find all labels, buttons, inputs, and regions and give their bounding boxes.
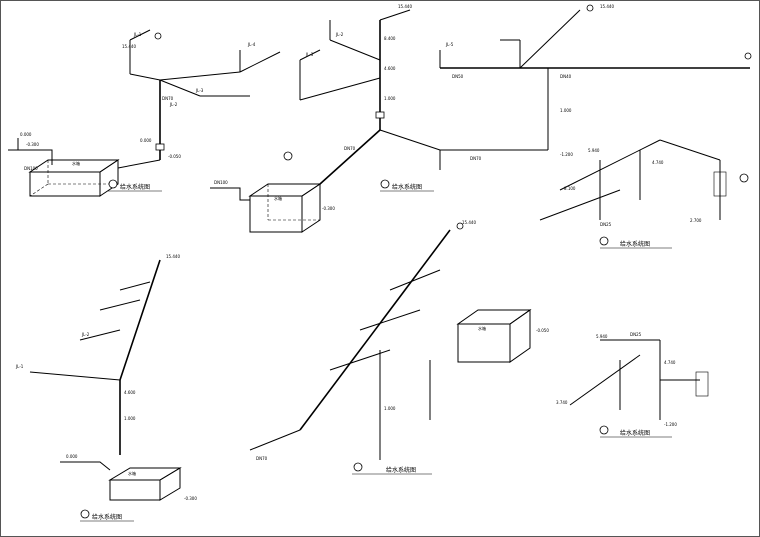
pipe-size-label: DN70 bbox=[162, 96, 174, 101]
fixture-symbol bbox=[456, 222, 464, 230]
elev-label: 15.440 bbox=[600, 4, 614, 9]
tank-label-4: 水箱 bbox=[478, 325, 486, 331]
section-marker bbox=[739, 173, 749, 183]
valve-symbol bbox=[155, 143, 165, 151]
elev-label: -0.050 bbox=[536, 328, 549, 333]
pipe-size-label: DN70 bbox=[470, 156, 482, 161]
tank-label-3: 水箱 bbox=[128, 470, 136, 476]
riser-label: JL-2 bbox=[169, 102, 178, 107]
system-diagram-2: 水箱 DN100 -0.300 1.000 4.600 8.400 15.440… bbox=[210, 4, 441, 233]
elev-label: 1.000 bbox=[384, 96, 396, 101]
section-marker bbox=[599, 236, 609, 246]
system-diagram-3: DN50 DN40 1.000 -1.200 15.440 DN70 JL-5 bbox=[439, 4, 752, 161]
elev-label: 1.000 bbox=[560, 108, 572, 113]
riser-label: JL-1 bbox=[15, 364, 24, 369]
section-marker bbox=[108, 179, 118, 189]
diagram-title-2: 给水系统图 bbox=[392, 183, 422, 191]
elev-label: 0.000 bbox=[66, 454, 78, 459]
meter-box bbox=[713, 171, 727, 197]
pipe-size-label: DN100 bbox=[24, 166, 38, 171]
elev-label: -0.050 bbox=[168, 154, 181, 159]
elev-label: 1.000 bbox=[124, 416, 136, 421]
elev-label: -1.200 bbox=[560, 152, 573, 157]
riser-label: JL-4 bbox=[247, 42, 256, 47]
elev-label: 5.940 bbox=[596, 334, 608, 339]
riser-label: JL-3 bbox=[305, 52, 314, 57]
water-tank-3 bbox=[108, 467, 182, 501]
tank-label-1: 水箱 bbox=[72, 160, 80, 166]
elev-label: 2.700 bbox=[690, 218, 702, 223]
elev-label: 15.440 bbox=[122, 44, 136, 49]
water-tank-4 bbox=[456, 309, 532, 363]
section-marker bbox=[380, 179, 390, 189]
system-diagram-1: 水箱 0.000 -0.300 DN100 DN70 -0.050 0.000 … bbox=[8, 29, 281, 197]
section-marker bbox=[599, 425, 609, 435]
elev-label: 0.000 bbox=[20, 132, 32, 137]
elev-label: 8.400 bbox=[384, 36, 396, 41]
riser-label: JL-2 bbox=[81, 332, 90, 337]
pipe-size-label: DN25 bbox=[630, 332, 642, 337]
water-tank-2 bbox=[248, 183, 322, 233]
section-marker bbox=[80, 509, 90, 519]
elev-label: 15.440 bbox=[398, 4, 412, 9]
riser-label: JL-3 bbox=[195, 88, 204, 93]
elev-label: 15.440 bbox=[166, 254, 180, 259]
elev-label: -1.200 bbox=[664, 422, 677, 427]
diagram-title-5: 给水系统图 bbox=[386, 466, 416, 474]
elev-label: 5.940 bbox=[588, 148, 600, 153]
fixture-symbol bbox=[154, 32, 162, 40]
diagram-title-1: 给水系统图 bbox=[120, 183, 150, 191]
elev-label: -0.300 bbox=[184, 496, 197, 501]
diagram-title-3: 给水系统图 bbox=[620, 240, 650, 248]
tank-label-2: 水箱 bbox=[274, 195, 282, 201]
elev-label: 15.440 bbox=[462, 220, 476, 225]
elev-label: -0.300 bbox=[26, 142, 39, 147]
riser-label: JL-1 bbox=[133, 32, 142, 37]
diagram-title-6: 给水系统图 bbox=[620, 429, 650, 437]
section-marker bbox=[353, 462, 363, 472]
riser-label: JL-2 bbox=[335, 32, 344, 37]
system-diagram-5: 水箱 15.440 1.000 -0.050 DN70 给水系统图 bbox=[249, 220, 549, 475]
system-diagram-6: 5.940 4.740 8.100 2.700 DN25 给水系统图 5.940… bbox=[539, 139, 749, 438]
water-tank-1 bbox=[28, 159, 120, 197]
system-diagram-4: 水箱 4.600 1.000 15.440 -0.300 0.000 JL-1 … bbox=[15, 254, 197, 522]
fixture-symbol bbox=[744, 52, 752, 60]
diagram-title-4: 给水系统图 bbox=[92, 513, 122, 521]
riser-label: JL-5 bbox=[445, 42, 454, 47]
elev-label: 4.600 bbox=[124, 390, 136, 395]
pipe-size-label: DN50 bbox=[452, 74, 464, 79]
elev-label: 4.740 bbox=[652, 160, 664, 165]
elev-label: -0.300 bbox=[322, 206, 335, 211]
elev-label: 0.000 bbox=[140, 138, 152, 143]
fixture-symbol bbox=[586, 4, 594, 12]
elev-label: 4.740 bbox=[664, 360, 676, 365]
valve-symbol bbox=[375, 111, 385, 119]
pipe-size-label: DN70 bbox=[344, 146, 356, 151]
elev-label: 1.000 bbox=[384, 406, 396, 411]
meter-box bbox=[695, 371, 709, 397]
section-marker bbox=[283, 151, 293, 161]
pipe-size-label: DN70 bbox=[256, 456, 268, 461]
pipe-size-label: DN40 bbox=[560, 74, 572, 79]
elev-label: 3.740 bbox=[556, 400, 568, 405]
elev-label: 8.100 bbox=[564, 186, 576, 191]
elev-label: 4.600 bbox=[384, 66, 396, 71]
pipe-size-label: DN100 bbox=[214, 180, 228, 185]
pipe-size-label: DN25 bbox=[600, 222, 612, 227]
